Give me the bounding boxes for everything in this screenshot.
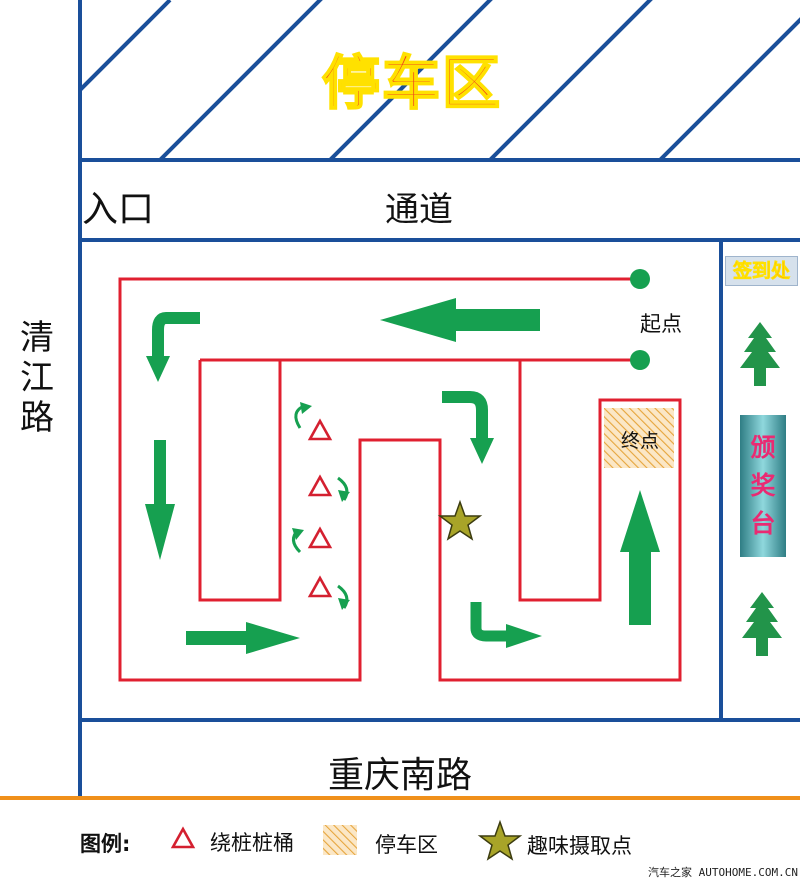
legend-cone-icon: [170, 826, 196, 849]
legend-photo-label: 趣味摄取点: [527, 834, 632, 858]
legend-star-icon: [477, 819, 523, 861]
cone-icon: [307, 474, 333, 497]
straight-arrow-icon: [380, 298, 540, 342]
start-dot-icon: [630, 350, 650, 370]
cone-icon: [307, 575, 333, 598]
straight-arrow-icon: [145, 440, 175, 560]
straight-arrow-icon: [620, 490, 660, 625]
passage-label: 通道: [385, 190, 453, 230]
watermark: 汽车之家 AUTOHOME.COM.CN: [648, 866, 798, 879]
bottom-divider: [0, 796, 800, 800]
road-label-left: 清江路: [20, 318, 54, 438]
finish-label: 终点: [621, 430, 660, 452]
legend-parking-swatch: [323, 825, 357, 855]
parking-hatch: [82, 0, 800, 158]
road-label-bottom: 重庆南路: [328, 755, 473, 796]
star-icon: [437, 499, 483, 541]
legend-title: 图例:: [80, 832, 131, 856]
cone-icon: [307, 418, 333, 441]
cone-icon: [307, 526, 333, 549]
award-stage-sign: 颁奖台: [740, 415, 786, 557]
route-path: [118, 277, 682, 682]
tree-icon: [740, 322, 780, 386]
u-turn-arrow-icon: [152, 312, 200, 358]
straight-arrow-icon: [186, 622, 300, 654]
start-label: 起点: [640, 312, 682, 336]
finish-area: [604, 408, 674, 468]
parking-area-title: 停车区: [321, 48, 503, 118]
u-turn-arrow-icon: [442, 391, 488, 440]
start-dot-icon: [630, 269, 650, 289]
entrance-label: 入口: [82, 189, 155, 230]
legend-parking-label: 停车区: [375, 833, 438, 857]
tree-icon: [742, 592, 782, 656]
u-turn-arrow-icon: [470, 602, 508, 642]
legend-cone-label: 绕桩桩桶: [210, 831, 294, 855]
road-lines: [78, 0, 800, 798]
signin-sign: 签到处: [725, 256, 798, 286]
